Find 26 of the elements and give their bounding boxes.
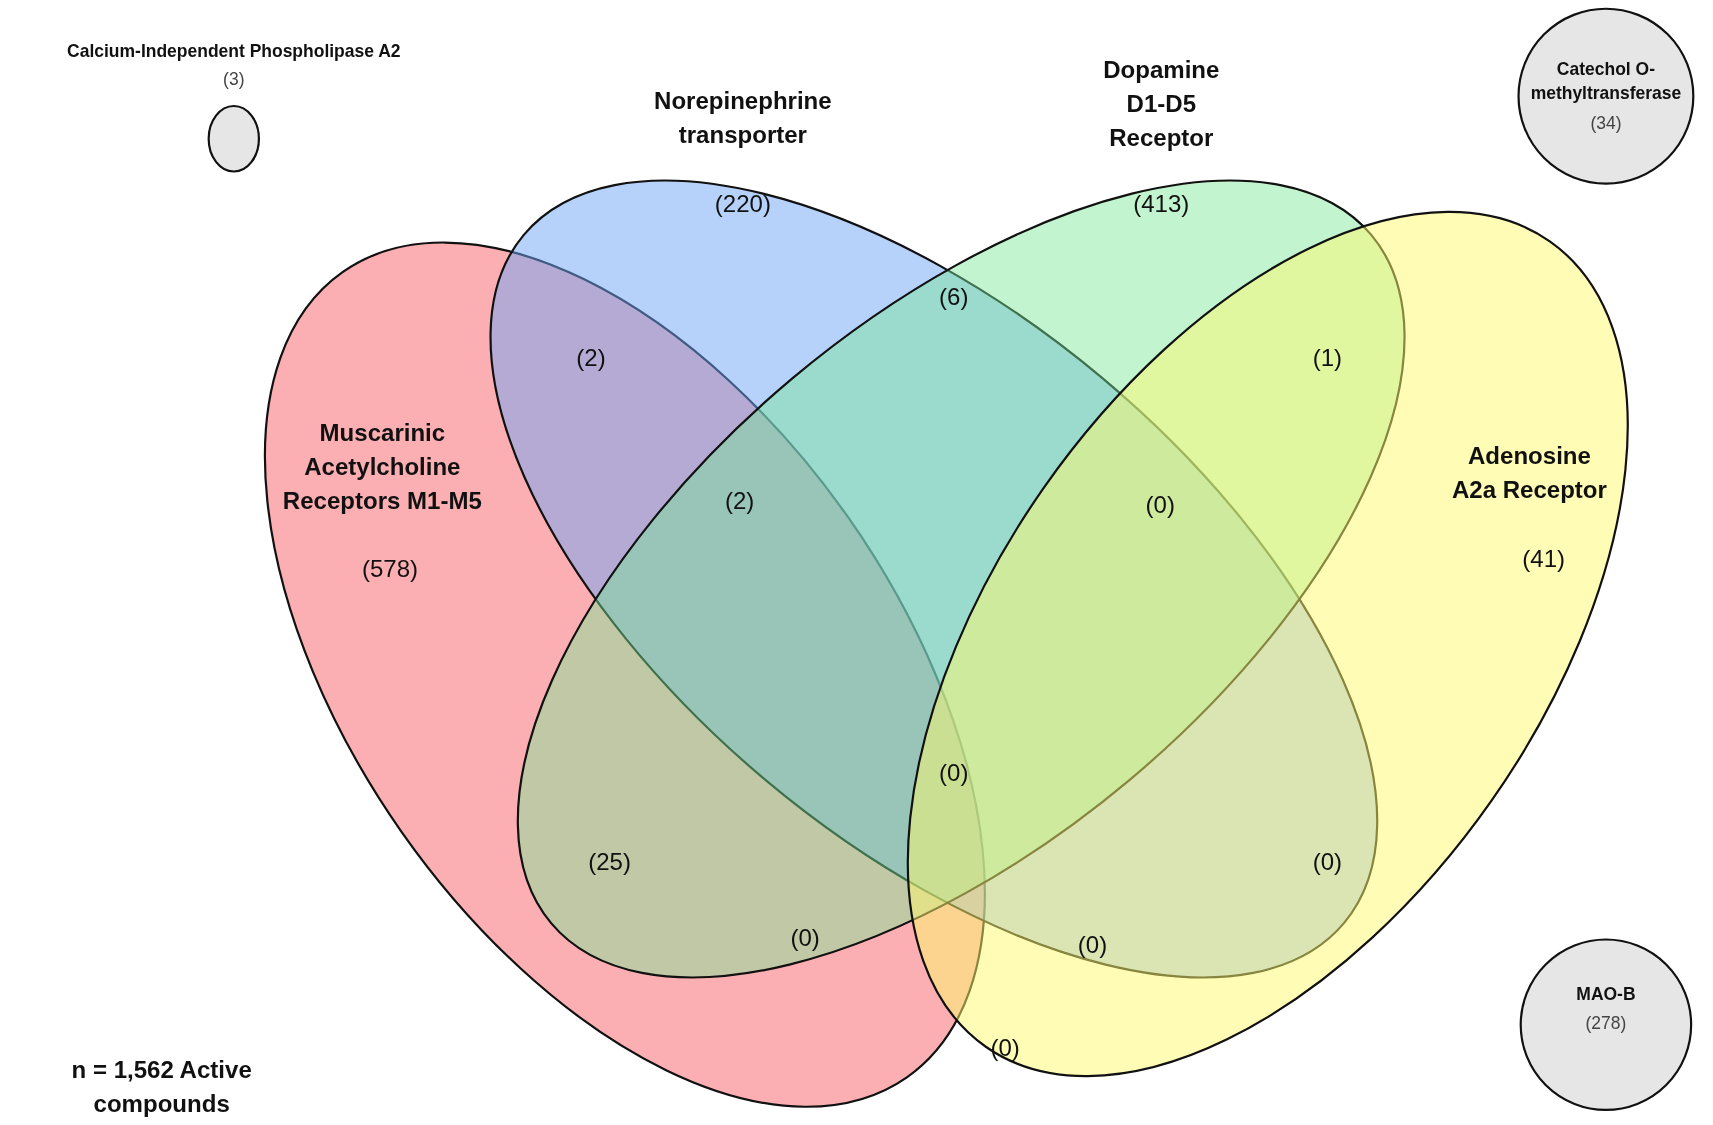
count-label: (413) — [1133, 190, 1190, 219]
set-label: Muscarinic Acetylcholine Receptors M1-M5 — [281, 417, 483, 516]
count-label: (3) — [223, 69, 245, 90]
count-label: (220) — [714, 190, 771, 219]
set-label: Dopamine D1-D5 Receptor — [1102, 55, 1221, 154]
count-label: (0) — [790, 924, 820, 953]
count-label: (578) — [361, 554, 419, 584]
count-label: (0) — [1312, 847, 1343, 877]
count-label: (1) — [1312, 344, 1343, 373]
set-label: Calcium-Independent Phospholipase A2 — [67, 40, 401, 63]
count-label: (6) — [939, 282, 969, 312]
count-label: (0) — [990, 1034, 1020, 1063]
set-label: Adenosine A2a Receptor — [1450, 441, 1608, 506]
count-label: (0) — [939, 759, 969, 788]
count-label: (2) — [724, 487, 755, 516]
count-label: (0) — [1077, 930, 1108, 960]
count-label: (34) — [1590, 113, 1622, 134]
set-label: Norepinephrine transporter — [653, 86, 833, 151]
set-label: MAO-B — [1576, 983, 1636, 1005]
total-note: n = 1,562 Active compounds — [70, 1055, 253, 1120]
count-label: (2) — [576, 344, 606, 373]
count-label: (0) — [1145, 491, 1175, 520]
count-label: (25) — [588, 847, 631, 877]
set-label: Catechol O-methyltransferase — [1529, 59, 1683, 105]
count-label: (41) — [1522, 545, 1565, 574]
count-label: (278) — [1585, 1013, 1627, 1034]
